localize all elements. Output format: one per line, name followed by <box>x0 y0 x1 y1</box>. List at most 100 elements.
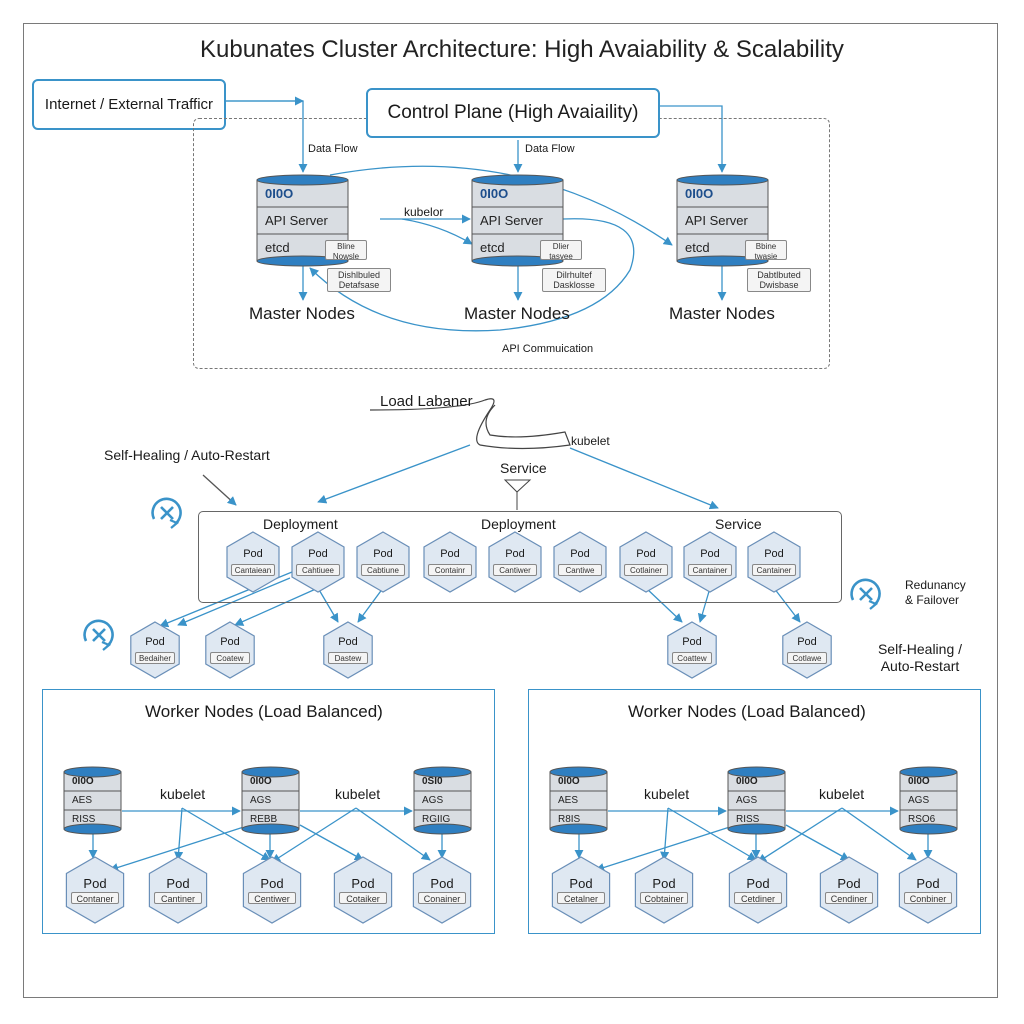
cluster-pod-7-chip: Cotlainer <box>624 564 668 576</box>
worker0-node-3-base <box>413 823 472 835</box>
worker1-node-1-cap <box>549 766 608 778</box>
cluster-pod-6-title: Pod <box>570 548 590 560</box>
pod-link-7 <box>697 587 711 623</box>
loose-pod-5-chip: Cotlawe <box>786 652 828 664</box>
pod-link-3 <box>317 587 339 623</box>
master-node-3-db-chip: Dabtlbuted Dwisbase <box>747 268 811 292</box>
master-node-3-row-0: 0I0O <box>685 186 714 201</box>
page-title: Kubunates Cluster Architecture: High Ava… <box>200 36 844 63</box>
loose-pod-2 <box>205 621 255 679</box>
worker1-cross-3 <box>595 824 737 872</box>
cluster-pod-3-chip: Cabtiune <box>361 564 405 576</box>
master-node-3-band-1 <box>676 206 769 235</box>
cluster-pod-1-title: Pod <box>243 548 263 560</box>
worker0-node-3 <box>413 766 472 835</box>
cluster-pod-9 <box>747 531 801 593</box>
worker0-pod-3-chip: Centiwer <box>248 892 296 904</box>
worker0-node-1-cap <box>63 766 122 778</box>
worker0-pod-2-title: Pod <box>166 876 190 891</box>
loose-pod-3-chip: Dastew <box>327 652 369 664</box>
cluster-pod-5 <box>488 531 542 593</box>
master-node-1-band-1 <box>256 206 349 235</box>
worker0-pod-1 <box>65 856 125 924</box>
worker1-cross-6 <box>841 807 917 861</box>
cluster-pod-6 <box>553 531 607 593</box>
api-communication-label: API Commuication <box>502 343 594 355</box>
worker1-node-3-row-1: AGS <box>908 794 930 806</box>
worker0-node-2 <box>241 766 300 835</box>
pod-link-6 <box>645 587 683 623</box>
service-label: Service <box>500 460 547 476</box>
redundancy-icon-arc <box>850 578 881 607</box>
cluster-pod-4-title: Pod <box>440 548 460 560</box>
master-node-1-caption: Master Nodes <box>249 304 355 323</box>
service-label-cluster: Service <box>715 516 762 532</box>
master-node-2-db-chip: Dilrhultef Dasklosse <box>542 268 606 292</box>
worker0-cross-3 <box>109 824 251 872</box>
worker-kubelet-label-2: kubelet <box>335 786 381 802</box>
master-node-3-caption: Master Nodes <box>669 304 775 323</box>
worker-group-label-right: Worker Nodes (Load Balanced) <box>628 702 866 721</box>
master-node-1-cap <box>256 174 349 186</box>
worker1-pod-2 <box>634 856 694 924</box>
worker1-pod-1-title: Pod <box>569 876 593 891</box>
worker1-node-3 <box>899 766 958 835</box>
cluster-pod-3-title: Pod <box>373 548 393 560</box>
worker1-node-3-row-0: 0I0O <box>908 775 930 787</box>
self-healing-icon-top-arrowhead <box>169 518 180 529</box>
self-healing-icon-top-x2 <box>160 506 174 520</box>
worker1-node-2-cap <box>727 766 786 778</box>
self-healing-icon-left-arc <box>83 619 114 648</box>
worker0-node-2-row-1: AGS <box>250 794 272 806</box>
master-node-3-row-1: API Server <box>685 213 748 228</box>
worker0-node-1 <box>63 766 122 835</box>
internet-traffic-box: Internet / External Trafficr <box>32 79 226 130</box>
worker0-node-3-cap <box>413 766 472 778</box>
worker0-pod-4-title: Pod <box>351 876 375 891</box>
worker1-node-2-base <box>727 823 786 835</box>
cluster-pod-7 <box>619 531 673 593</box>
loose-pod-3 <box>323 621 373 679</box>
worker0-pod-5-chip: Conainer <box>418 892 466 904</box>
worker0-node-1-row-2: RISS <box>72 813 96 825</box>
worker1-pod-4 <box>819 856 879 924</box>
worker1-node-1-row-1: AES <box>558 794 579 806</box>
pod-link-2 <box>234 587 319 626</box>
deployment-cluster-box <box>198 511 842 603</box>
cluster-pod-5-chip: Cantiwer <box>493 564 537 576</box>
cluster-pod-1-chip: Cantaiean <box>231 564 275 576</box>
worker0-node-1-base <box>63 823 122 835</box>
cluster-pod-2-title: Pod <box>308 548 328 560</box>
pod-link-4 <box>357 587 384 623</box>
kubelor-label: kubelor <box>404 205 444 219</box>
cluster-pod-6-chip: Cantiwe <box>558 564 602 576</box>
cluster-pod-9-title: Pod <box>764 548 784 560</box>
worker0-pod-2-chip: Cantiner <box>154 892 202 904</box>
self-healing-pointer <box>202 474 237 506</box>
self-healing-icon-left-x2 <box>92 628 106 642</box>
master-node-1-row-1: API Server <box>265 213 328 228</box>
worker0-pod-4-chip: Cotaiker <box>339 892 387 904</box>
master-node-2-caption: Master Nodes <box>464 304 570 323</box>
deployment-label-1: Deployment <box>263 516 338 532</box>
cluster-pod-2 <box>291 531 345 593</box>
master-node-3-row-2: etcd <box>685 240 710 255</box>
worker-kubelet-label-3: kubelet <box>644 786 690 802</box>
worker0-node-1-row-1: AES <box>72 794 93 806</box>
worker1-node-1-base <box>549 823 608 835</box>
master-node-3-cap <box>676 174 769 186</box>
cluster-pod-9-chip: Cantainer <box>752 564 796 576</box>
worker1-node-3-base <box>899 823 958 835</box>
self-healing-label-left: Self-Healing / Auto-Restart <box>104 447 270 463</box>
master-node-2-row-2: etcd <box>480 240 505 255</box>
worker1-node-1 <box>549 766 608 835</box>
worker1-pod-5-title: Pod <box>916 876 940 891</box>
worker0-node-3-row-1: AGS <box>422 794 444 806</box>
worker0-pod-1-chip: Contaner <box>71 892 119 904</box>
cluster-pod-2-chip: Cahtiuee <box>296 564 340 576</box>
master-node-1-db-chip: Dishlbuled Detafsase <box>327 268 391 292</box>
worker1-pod-2-chip: Cobtainer <box>640 892 688 904</box>
worker0-cross-5 <box>271 807 357 863</box>
cluster-pod-1 <box>226 531 280 593</box>
cluster-pod-8 <box>683 531 737 593</box>
